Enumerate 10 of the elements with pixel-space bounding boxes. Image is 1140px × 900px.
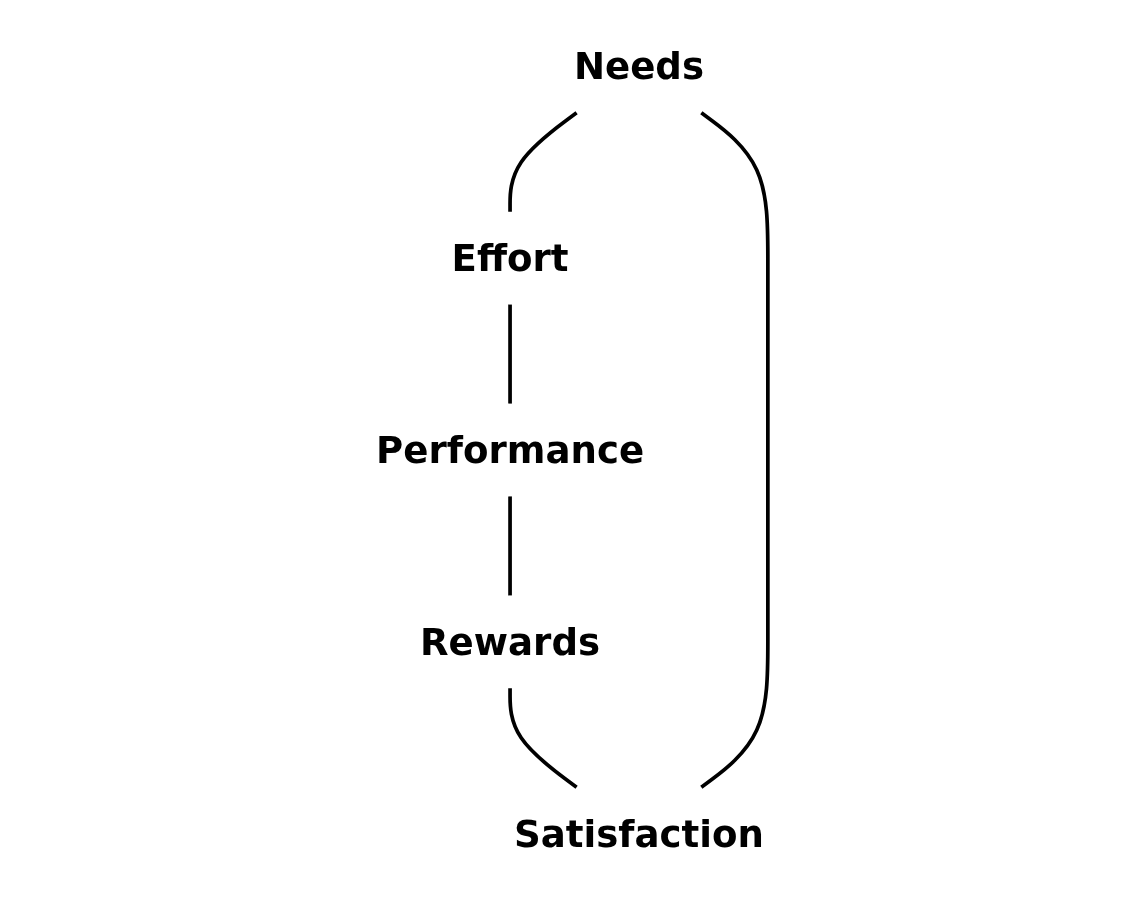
node-text: Effort — [451, 236, 569, 280]
node-text: Performance — [376, 428, 645, 472]
connector — [508, 496, 512, 596]
connector — [508, 304, 512, 404]
node-text: Satisfaction — [513, 812, 764, 856]
connector — [700, 111, 770, 789]
connector — [508, 111, 578, 212]
node-text: Needs — [573, 44, 705, 88]
node-text: Rewards — [419, 620, 601, 664]
connector — [508, 688, 578, 789]
